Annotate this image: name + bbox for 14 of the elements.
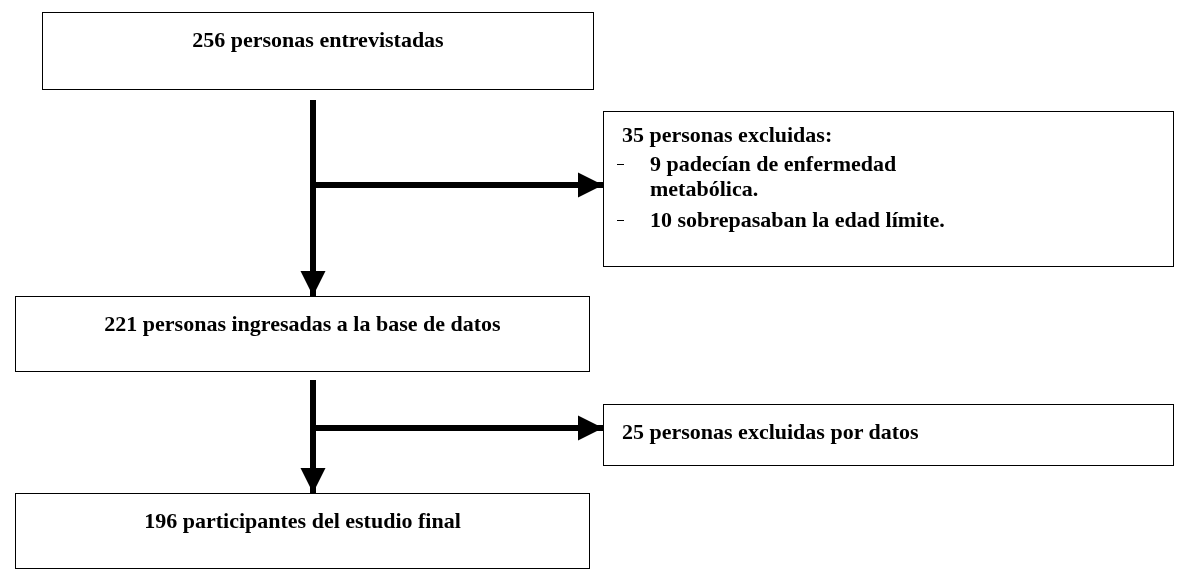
box-text: 196 participantes del estudio final [143, 508, 462, 534]
process-box [603, 111, 1174, 267]
process-box [15, 296, 590, 372]
process-box [15, 493, 590, 569]
box-text: 256 personas entrevistadas [191, 27, 445, 53]
list-item: 9 padecían de enfermedad metabólica. [650, 151, 898, 202]
box-text: 25 personas excluidas por datos [622, 419, 919, 445]
box-heading: 35 personas excluidas: [622, 122, 833, 148]
arrow [310, 100, 603, 198]
process-box [603, 404, 1174, 466]
list-item: 10 sobrepasaban la edad límite. [650, 207, 946, 233]
process-box [42, 12, 594, 90]
box-text: 221 personas ingresadas a la base de datos [103, 311, 502, 337]
arrow [310, 380, 603, 441]
